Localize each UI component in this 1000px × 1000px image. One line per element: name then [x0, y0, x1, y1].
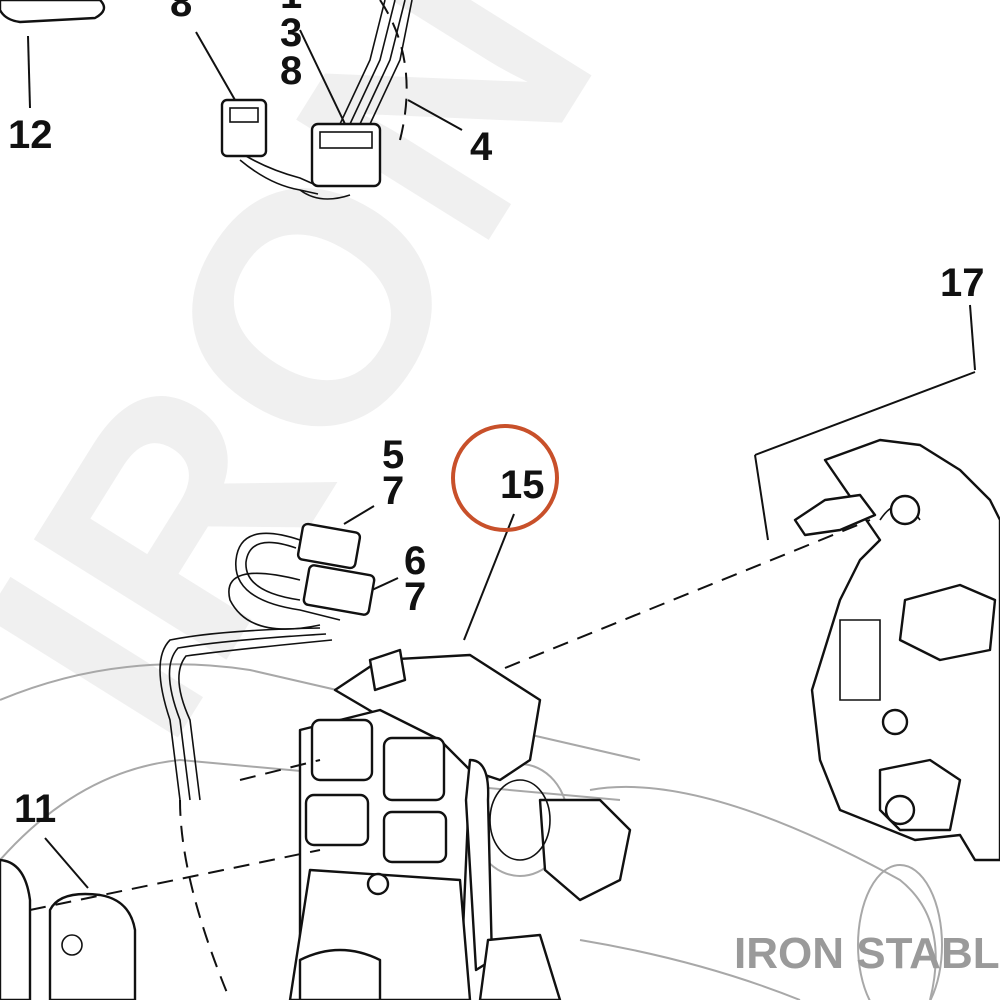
callout-labels: 8 1 3 8 12 4 17 5 7 6 7 15 11	[8, 0, 985, 831]
switch-housing	[288, 648, 632, 1000]
callout-1-top: 1	[280, 0, 302, 17]
connector-pair-top	[0, 0, 413, 200]
callout-8-mid: 8	[280, 49, 302, 93]
callout-3-top: 3	[280, 11, 302, 55]
callout-15: 15	[500, 463, 545, 507]
callout-4: 4	[470, 125, 493, 169]
brand-label: IRON STABLE	[734, 929, 1000, 978]
callout-17: 17	[940, 261, 985, 305]
callout-7-a: 7	[382, 469, 404, 513]
handlebar-ghost	[0, 663, 943, 1000]
callout-8-top: 8	[170, 0, 192, 25]
callout-7-b: 7	[404, 575, 426, 619]
switch-buttons	[0, 858, 137, 1000]
switch-cover	[793, 438, 1000, 862]
callout-11: 11	[14, 787, 56, 831]
highlight-ring	[451, 424, 559, 532]
leader-lines	[27, 29, 976, 889]
switch-connectors	[159, 522, 376, 801]
callout-5: 5	[382, 433, 404, 477]
assembly-lines	[29, 519, 871, 1000]
callout-6: 6	[404, 539, 426, 583]
callout-12: 12	[8, 113, 53, 157]
